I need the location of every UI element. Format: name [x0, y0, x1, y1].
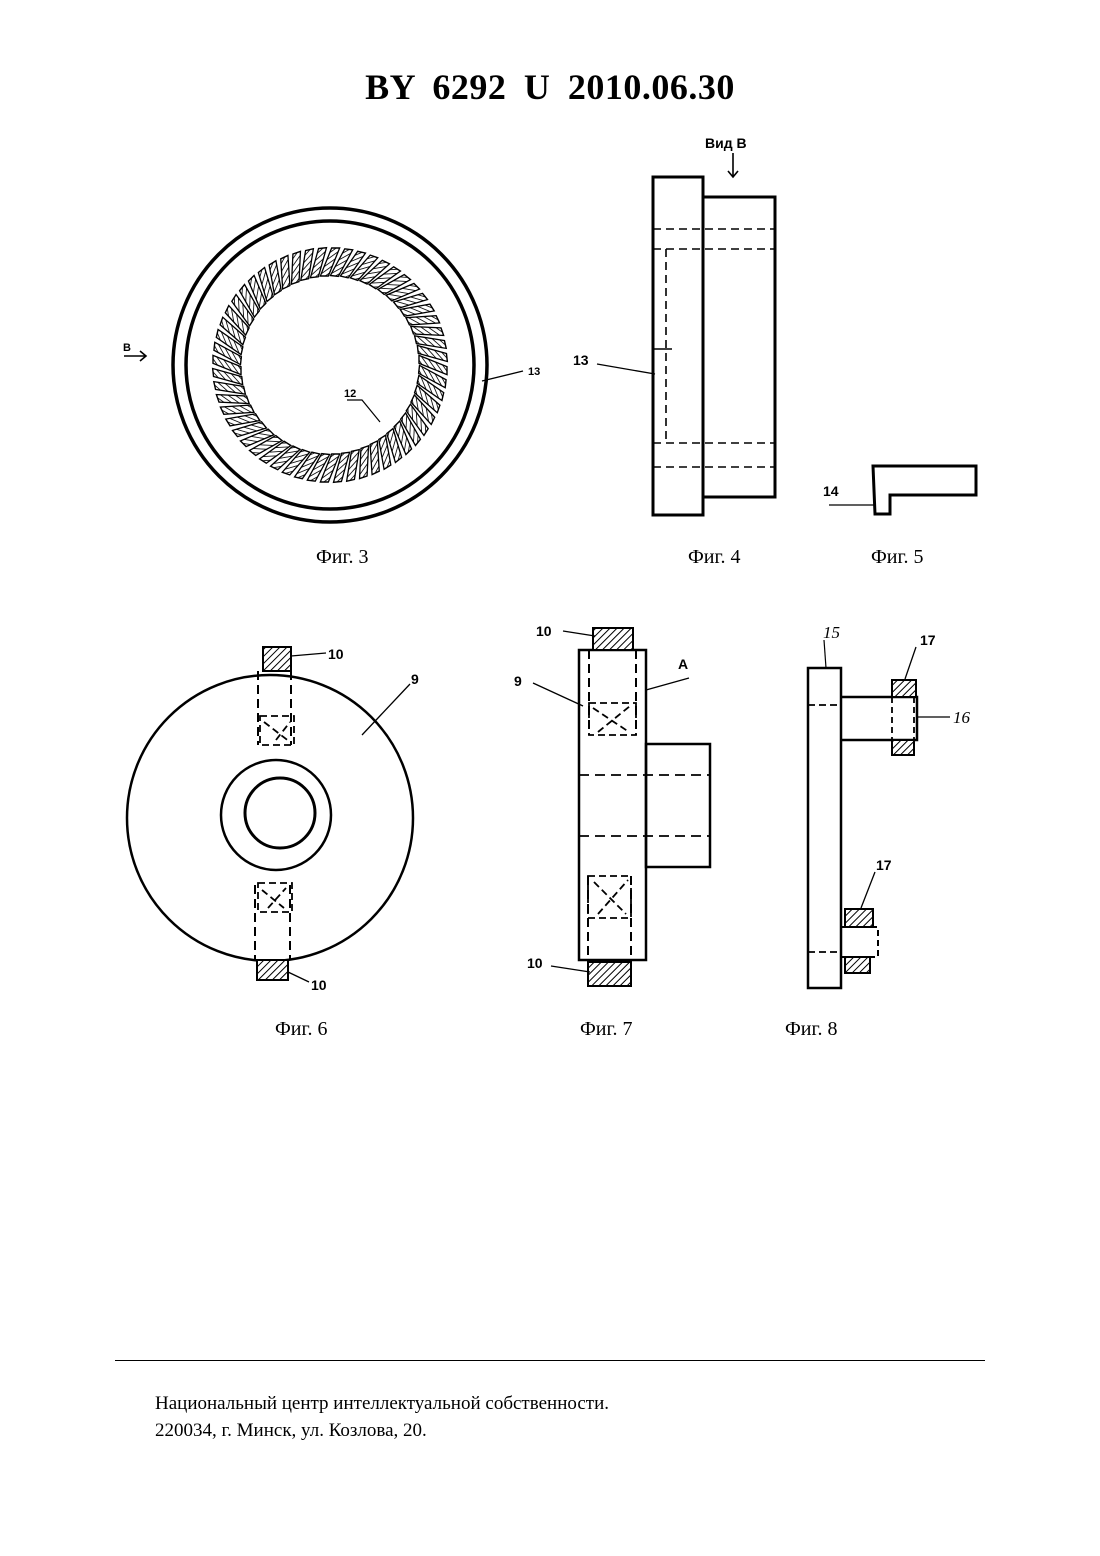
fig8-leader-17-top: [905, 647, 916, 679]
fig6-slot-bottom: [255, 885, 290, 960]
figure-5: [829, 466, 976, 514]
fig8-insert-bottom-lower: [845, 957, 870, 973]
fig5-caption: Фиг. 5: [871, 546, 923, 569]
fig6-pocket-top: [260, 716, 294, 745]
fig6-label-10-bottom: 10: [311, 977, 327, 993]
fig6-slot-top: [258, 671, 291, 745]
fig7-slot-bottom: [588, 876, 631, 962]
fig6-insert-top: [263, 647, 291, 671]
fig7-pocket-top: [589, 703, 636, 735]
fig8-insert-top-hidden: [892, 697, 914, 740]
footer-line-2: 220034, г. Минск, ул. Козлова, 20.: [155, 1417, 609, 1444]
fig8-label-17-bottom: 17: [876, 857, 892, 873]
fig7-pocket-bottom: [588, 876, 631, 918]
fig6-hub-inner: [245, 778, 315, 848]
fig3-label-12: 12: [344, 388, 356, 400]
fig7-label-10-bottom: 10: [527, 955, 543, 971]
fig8-label-15: 15: [823, 623, 840, 642]
fig7-insert-bottom: [588, 962, 631, 986]
fig8-insert-top-lower: [892, 740, 914, 755]
fig7-insert-top: [593, 628, 633, 650]
fig6-leader-10-bottom: [288, 972, 309, 982]
fig7-leader-10-bottom: [551, 966, 590, 972]
fig6-leader-9: [362, 684, 410, 735]
fig4-caption: Фиг. 4: [688, 546, 740, 569]
fig5-profile: [873, 466, 976, 514]
fig8-label-17-top: 17: [920, 632, 936, 648]
fig4-flange: [653, 177, 703, 515]
fig6-insert-bottom: [257, 960, 288, 980]
figure-6: [127, 647, 413, 982]
fig8-leader-17-bottom: [861, 872, 875, 908]
fig7-hub: [646, 744, 710, 867]
fig6-label-9: 9: [411, 671, 419, 687]
fig4-leader-13: [597, 364, 655, 374]
fig7-leader-a: [646, 678, 689, 690]
fig3-teeth-ring: [213, 248, 448, 483]
fig8-insert-bottom-upper: [845, 909, 873, 927]
fig7-label-10-top: 10: [536, 623, 552, 639]
fig5-label-14: 14: [823, 483, 839, 499]
fig7-caption: Фиг. 7: [580, 1018, 632, 1041]
fig7-leader-9: [533, 683, 583, 706]
fig3-label-13: 13: [528, 366, 540, 378]
fig6-disk: [127, 675, 413, 961]
fig8-caption: Фиг. 8: [785, 1018, 837, 1041]
footer-line-1: Национальный центр интеллектуальной собс…: [155, 1390, 609, 1417]
fig8-insert-bottom-body: [841, 927, 878, 957]
figure-8: [808, 640, 950, 988]
fig4-body: [703, 197, 775, 497]
fig6-label-10-top: 10: [328, 646, 344, 662]
fig6-leader-10-top: [291, 653, 326, 656]
fig8-label-16: 16: [953, 708, 971, 727]
fig6-pocket-bottom: [258, 883, 292, 912]
fig8-leader-15: [824, 640, 826, 668]
fig3-label-b: B: [123, 342, 131, 354]
figure-3: B 13 12: [123, 208, 540, 522]
fig8-insert-top-upper: [892, 680, 916, 697]
fig7-slot-top: [589, 650, 636, 735]
fig6-caption: Фиг. 6: [275, 1018, 327, 1041]
fig8-plate: [808, 668, 841, 988]
fig4-label-view-b: Вид B: [705, 135, 747, 151]
footer: Национальный центр интеллектуальной собс…: [155, 1390, 609, 1444]
fig7-leader-10-top: [563, 631, 595, 636]
fig7-label-a: A: [678, 656, 688, 672]
footer-divider: [115, 1360, 985, 1361]
fig4-view-arrow: [728, 153, 738, 177]
fig7-label-9: 9: [514, 673, 522, 689]
fig3-caption: Фиг. 3: [316, 546, 368, 569]
fig3-leader-12: [347, 400, 380, 422]
figure-4: [597, 153, 775, 515]
figure-7: [533, 628, 710, 986]
fig8-shaft: [841, 697, 917, 740]
fig4-label-13: 13: [573, 352, 589, 368]
